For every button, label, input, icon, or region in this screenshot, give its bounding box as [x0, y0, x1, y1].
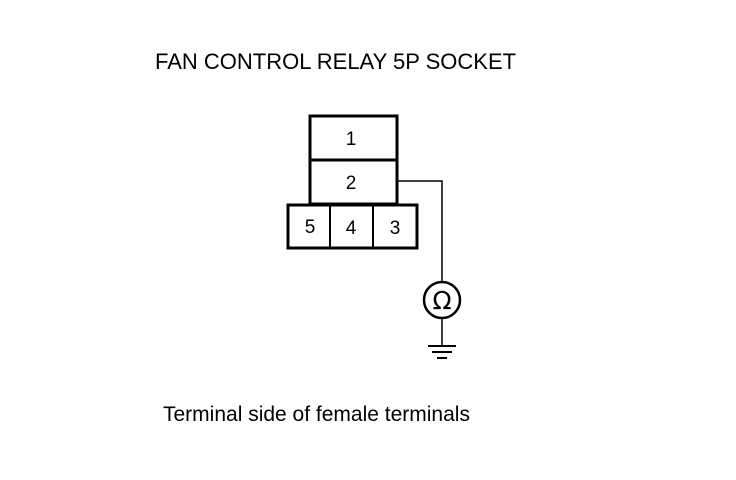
connector-lower-block	[286, 203, 419, 250]
pin-3-label: 3	[390, 218, 401, 239]
ground-icon	[428, 345, 456, 359]
pin-2-label: 2	[346, 173, 357, 194]
diagram-caption: Terminal side of female terminals	[163, 403, 470, 426]
pin-1-label: 1	[346, 129, 357, 150]
ohmmeter-icon: Ω	[422, 280, 462, 320]
relay-socket-connector	[286, 114, 419, 250]
pin-5-label: 5	[305, 217, 316, 238]
diagram-title: FAN CONTROL RELAY 5P SOCKET	[155, 49, 517, 74]
ohm-symbol: Ω	[432, 286, 451, 315]
probe-wire	[397, 180, 443, 282]
pin-4-label: 4	[346, 218, 357, 239]
